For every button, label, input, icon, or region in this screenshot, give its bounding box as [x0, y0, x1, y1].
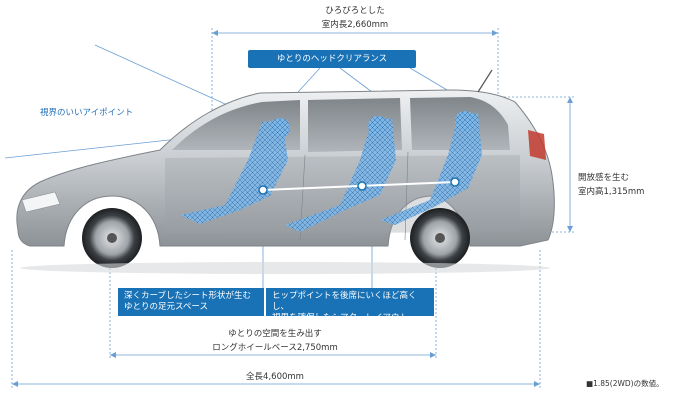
occupant-rear [380, 111, 482, 225]
interior-height-caption: 開放感を生む [578, 173, 630, 183]
seat-shape-line2: ゆとりの足元スペース [124, 302, 208, 312]
dimension-arrowheads [12, 30, 573, 387]
rear-wheel [410, 208, 470, 268]
hip-point-line2: 視界を確保したシアターレイアウト [272, 313, 409, 323]
hip-point-callout: ヒップポイントを後席にいくほど高くし、 視界を確保したシアターレイアウト [266, 288, 434, 323]
interior-height-value: 室内高1,315mm [578, 187, 645, 197]
wheelbase-value: ロングホイールベース2,750mm [212, 343, 338, 353]
hip-point-markers [258, 177, 460, 195]
overall-length-value: 全長4,600mm [246, 372, 304, 382]
headroom-callout: ゆとりのヘッドクリアランス [248, 50, 416, 68]
interior-length-caption: ひろびろとした [325, 6, 385, 16]
occupant-middle [285, 116, 396, 232]
wheelbase-caption: ゆとりの空間を生み出す [228, 329, 322, 339]
front-wheel [82, 208, 142, 268]
footnote: ■1.85(2WD)の数値。 [586, 379, 664, 388]
hip-point-line1: ヒップポイントを後席にいくほど高くし、 [272, 291, 417, 312]
seat-shape-line1: 深くカーブしたシート形状が生む [124, 291, 251, 301]
seat-shape-callout: 深くカーブしたシート形状が生む ゆとりの足元スペース [118, 288, 264, 316]
occupant-front [180, 118, 290, 224]
ground-shadow [20, 262, 550, 274]
interior-length-value: 室内長2,660mm [321, 20, 389, 30]
eyepoint-label: 視界のいいアイポイント [40, 108, 134, 118]
